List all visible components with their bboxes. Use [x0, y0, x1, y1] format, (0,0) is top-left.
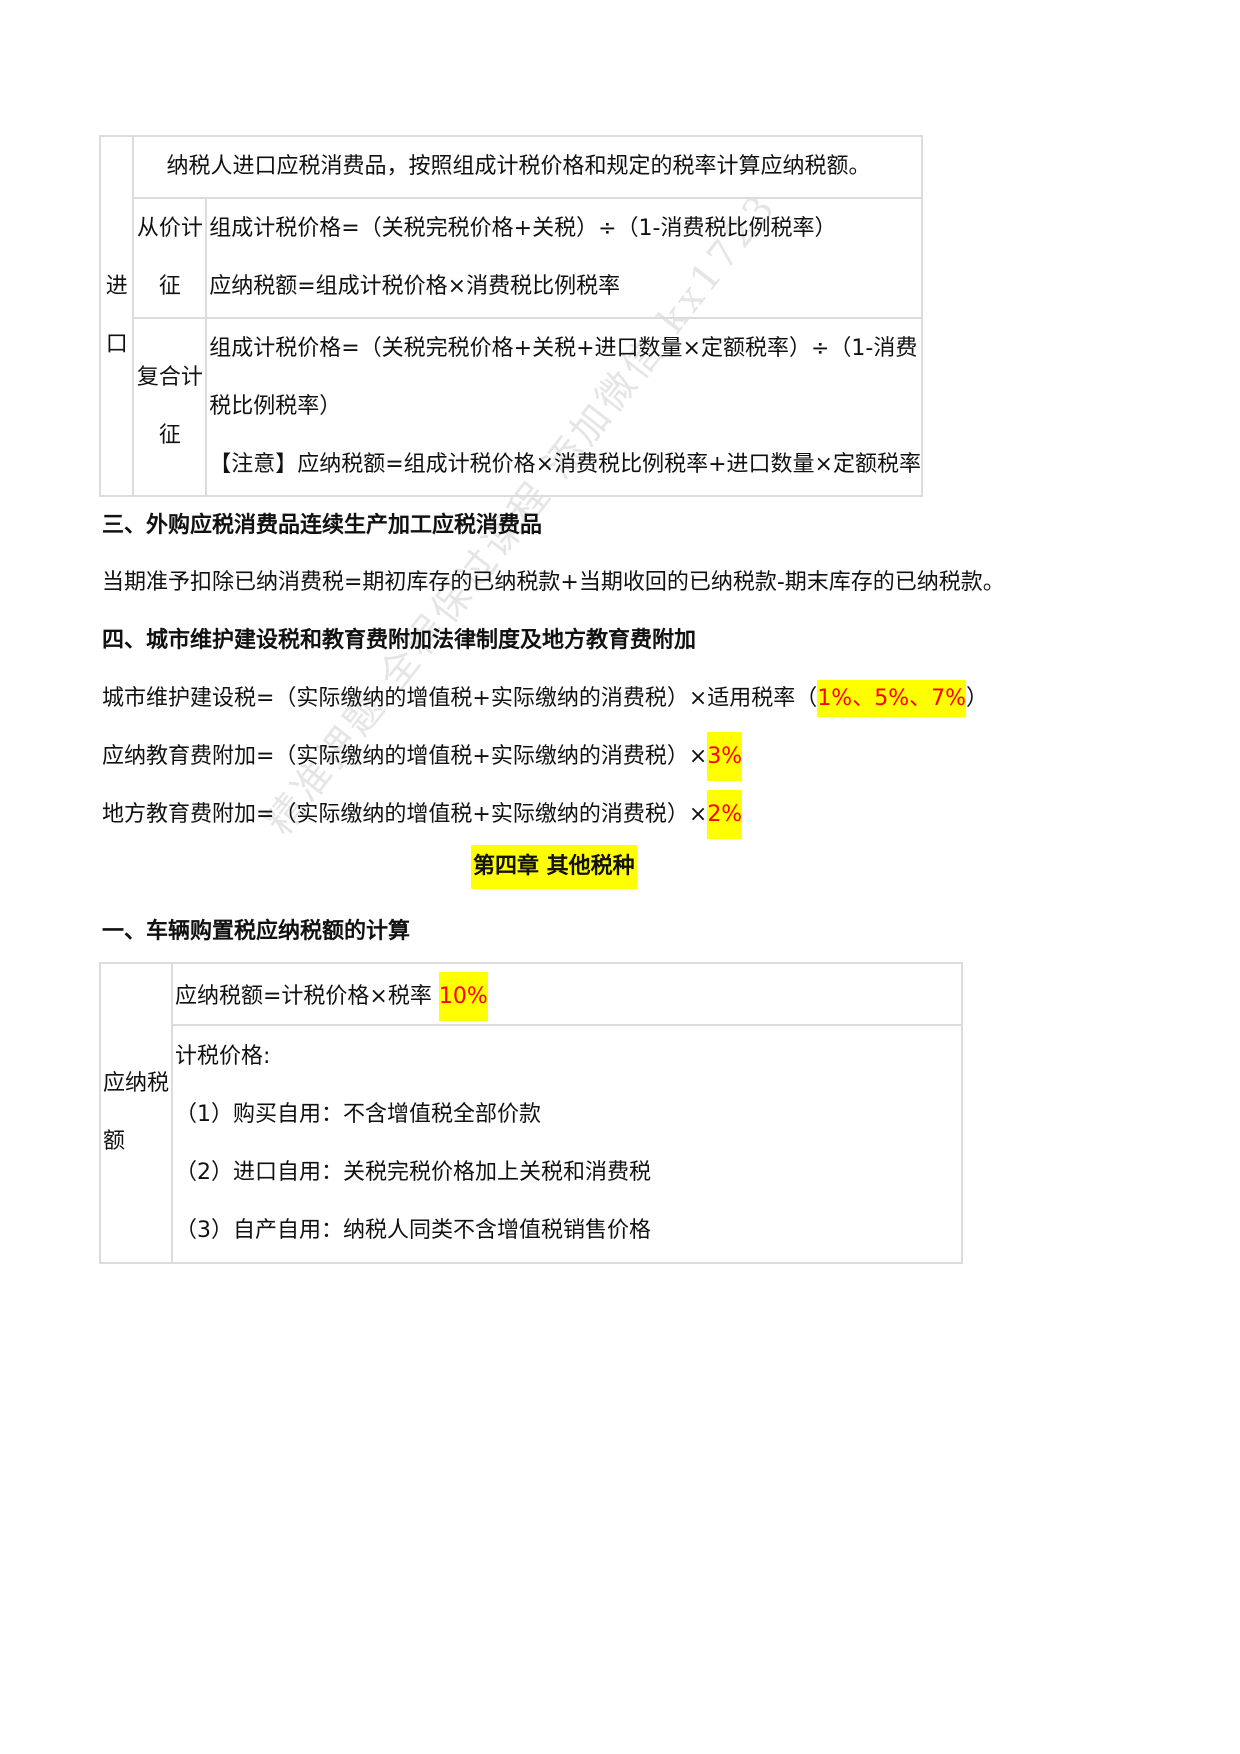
import-intro: 纳税人进口应税消费品，按照组成计税价格和规定的税率计算应纳税额。	[132, 135, 923, 199]
section3-formula: 当期准予扣除已纳消费税=期初库存的已纳税款+当期收回的已纳税款-期末库存的已纳税…	[102, 570, 1005, 595]
compound-formulas: 组成计税价格=（关税完税价格+关税+进口数量×定额税率）÷（1-消费 税比例税率…	[205, 317, 923, 497]
ad-valorem-label: 从价计 征	[132, 197, 208, 319]
vehicle-tax-formula: 应纳税额=计税价格×税率 10%	[171, 962, 963, 1026]
local-education-surcharge-formula: 地方教育费附加=（实际缴纳的增值税+实际缴纳的消费税）×2%	[102, 790, 743, 839]
taxable-price-item: （2）进口自用：关税完税价格加上关税和消费税	[175, 1160, 651, 1185]
education-surcharge-formula: 应纳教育费附加=（实际缴纳的增值税+实际缴纳的消费税）×3%	[102, 732, 743, 781]
chapter-title: 第四章 其他税种	[471, 845, 637, 889]
vehicle-tax-rate: 10%	[438, 972, 488, 1021]
section4-heading: 四、城市维护建设税和教育费附加法律制度及地方教育费附加	[102, 628, 697, 653]
urban-tax-formula: 城市维护建设税=（实际缴纳的增值税+实际缴纳的消费税）×适用税率（1%、5%、7…	[102, 680, 988, 717]
education-surcharge-rate: 3%	[707, 732, 743, 781]
ad-valorem-formulas: 组成计税价格=（关税完税价格+关税）÷（1-消费税比例税率） 应纳税额=组成计税…	[205, 197, 923, 319]
row-header-import: 进 口	[98, 135, 135, 497]
section3-heading: 三、外购应税消费品连续生产加工应税消费品	[102, 513, 543, 538]
vehicle-section-heading: 一、车辆购置税应纳税额的计算	[102, 919, 411, 944]
import-tax-table: 进 口 纳税人进口应税消费品，按照组成计税价格和规定的税率计算应纳税额。 从价计…	[98, 135, 923, 497]
taxable-price-item: （3）自产自用：纳税人同类不含增值税销售价格	[175, 1218, 651, 1243]
vehicle-tax-table: 应纳税 额 应纳税额=计税价格×税率 10% 计税价格: （1）购买自用：不含增…	[99, 962, 963, 1264]
urban-tax-rates: 1%、5%、7%	[817, 680, 967, 717]
taxable-price-cell: 计税价格: （1）购买自用：不含增值税全部价款 （2）进口自用：关税完税价格加上…	[171, 1024, 963, 1264]
row-header-tax-payable: 应纳税 额	[99, 962, 173, 1264]
local-education-surcharge-rate: 2%	[707, 790, 743, 839]
compound-label: 复合计 征	[132, 317, 208, 497]
taxable-price-item: （1）购买自用：不含增值税全部价款	[175, 1102, 541, 1127]
